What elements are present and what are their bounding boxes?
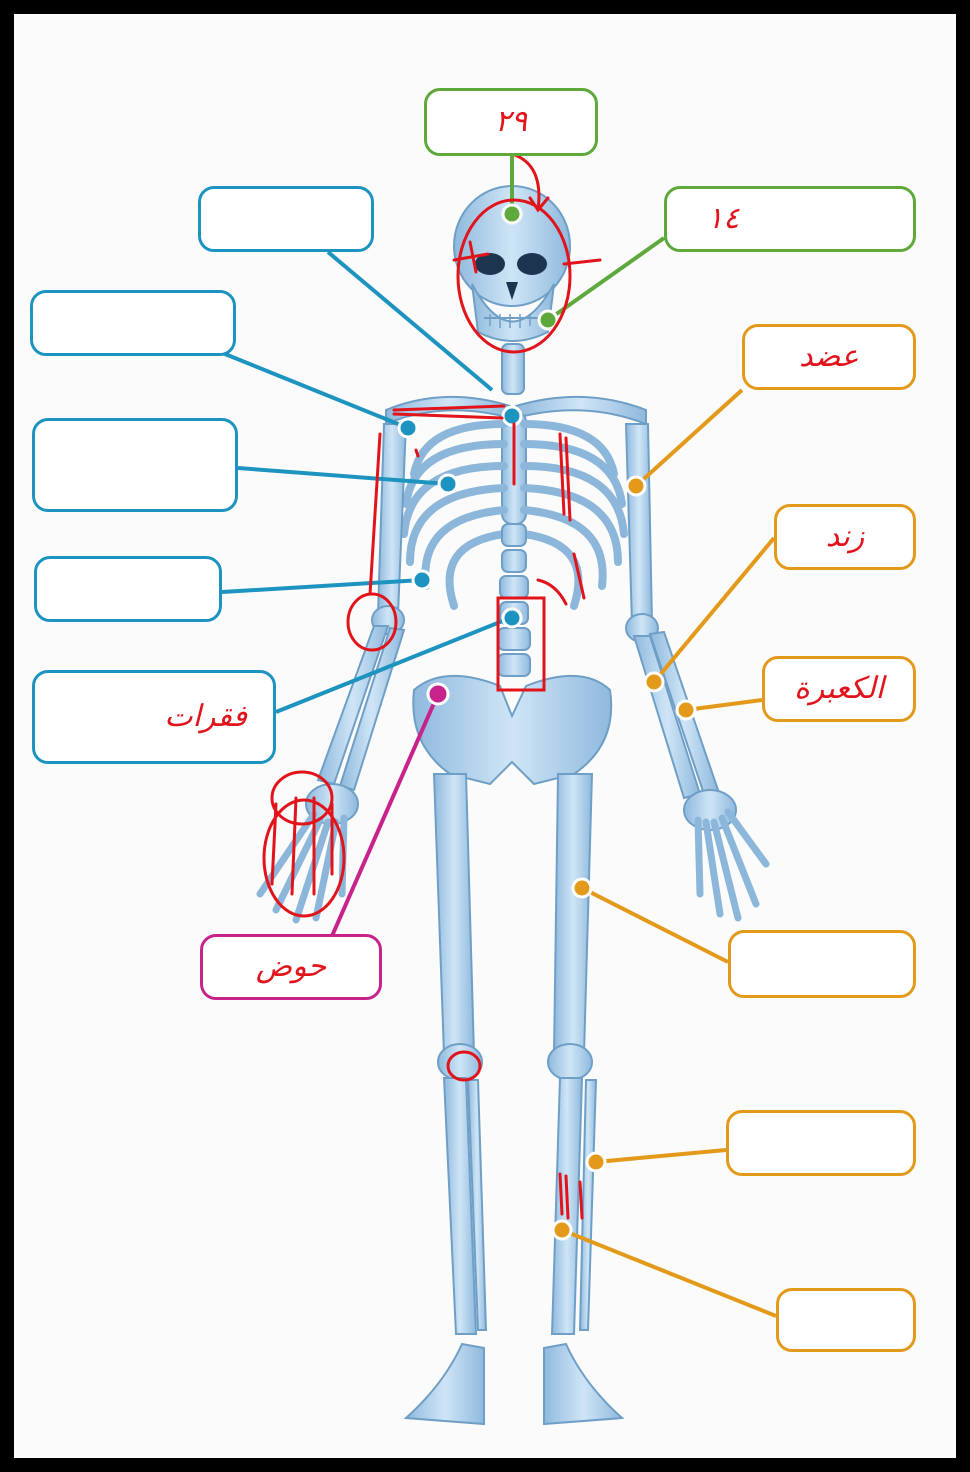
dot-fibula — [553, 1221, 571, 1239]
dot-humerus — [627, 477, 645, 495]
label-box-humerus[interactable]: عضد — [742, 324, 916, 390]
right-hand — [684, 790, 766, 918]
label-box-skull-top[interactable]: ٢٩ — [424, 88, 598, 156]
label-box-fibula[interactable] — [776, 1288, 916, 1352]
label-box-ribs[interactable] — [32, 418, 238, 512]
dot-ribs — [439, 475, 457, 493]
label-box-shoulder[interactable] — [30, 290, 236, 356]
dot-pelvis — [428, 684, 448, 704]
label-text-jaw: ١٤ — [707, 204, 739, 234]
dot-lower-ribs — [413, 571, 431, 589]
label-box-jaw[interactable]: ١٤ — [664, 186, 916, 252]
label-box-clavicle[interactable] — [198, 186, 374, 252]
dot-spine — [503, 609, 521, 627]
label-text-ulna: الكعبرة — [794, 674, 884, 704]
label-box-pelvis[interactable]: حوض — [200, 934, 382, 1000]
label-box-radius[interactable]: زند — [774, 504, 916, 570]
skeleton-figure — [260, 186, 766, 1424]
label-text-spine: فقرات — [164, 702, 247, 732]
label-text-skull-top: ٢٩ — [495, 107, 527, 137]
dot-femur — [573, 879, 591, 897]
label-text-humerus: عضد — [799, 342, 859, 372]
dot-radius — [645, 673, 663, 691]
spine — [498, 524, 530, 676]
dot-clavicle — [503, 407, 521, 425]
dot-shoulder — [399, 419, 417, 437]
label-box-spine[interactable]: فقرات — [32, 670, 276, 764]
label-box-femur[interactable] — [728, 930, 916, 998]
label-text-radius: زند — [826, 522, 865, 552]
label-box-ulna[interactable]: الكعبرة — [762, 656, 916, 722]
dot-tibia — [587, 1153, 605, 1171]
label-text-pelvis: حوض — [256, 952, 326, 982]
worksheet-frame: ٢٩ ١٤ فقرات عضد زند الكعبرة حوض — [14, 14, 956, 1458]
dot-ulna — [677, 701, 695, 719]
legs — [406, 774, 622, 1424]
dot-skull-top — [503, 205, 521, 223]
label-box-lower-ribs[interactable] — [34, 556, 222, 622]
label-box-tibia[interactable] — [726, 1110, 916, 1176]
